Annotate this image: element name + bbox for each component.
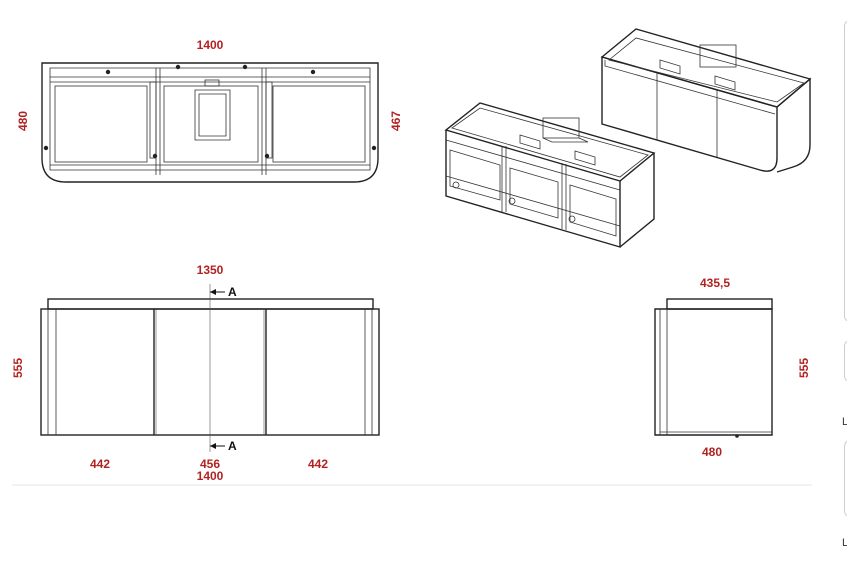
side-view: 435,5 555 480 bbox=[654, 276, 811, 459]
plan-outline bbox=[41, 62, 379, 183]
countertop bbox=[47, 298, 374, 310]
plan-view: 1400 480 467 bbox=[16, 38, 403, 183]
front-overall-width-label: 1400 bbox=[197, 469, 224, 483]
section-mark-top: A bbox=[228, 285, 237, 299]
plan-depth-right-label: 467 bbox=[389, 111, 403, 131]
front-top-width-label: 1350 bbox=[197, 263, 224, 277]
edge-label-2: L bbox=[842, 537, 847, 549]
right-door-width-label: 442 bbox=[308, 457, 328, 471]
cabinet-front-face bbox=[601, 56, 778, 172]
side-depth-label: 480 bbox=[702, 445, 722, 459]
plan-inner-outline bbox=[49, 67, 371, 171]
center-door-width-label: 456 bbox=[200, 457, 220, 471]
left-door-width-label: 442 bbox=[90, 457, 110, 471]
plan-depth-left-label: 480 bbox=[16, 111, 30, 131]
front-height-label: 555 bbox=[11, 358, 25, 378]
iso-view-cabinet bbox=[600, 28, 812, 173]
front-view: 1350 555 A A 442 456 442 1400 bbox=[11, 263, 380, 483]
plan-width-label: 1400 bbox=[197, 38, 224, 52]
section-mark-bottom: A bbox=[228, 439, 237, 453]
side-countertop bbox=[666, 298, 773, 310]
side-outline bbox=[654, 308, 773, 436]
edge-label-1: L bbox=[842, 416, 847, 428]
plan-sink-bowl bbox=[194, 89, 231, 141]
side-height-label: 555 bbox=[797, 358, 811, 378]
iso-view-carcass bbox=[444, 102, 656, 248]
side-top-depth-label: 435,5 bbox=[700, 276, 730, 290]
